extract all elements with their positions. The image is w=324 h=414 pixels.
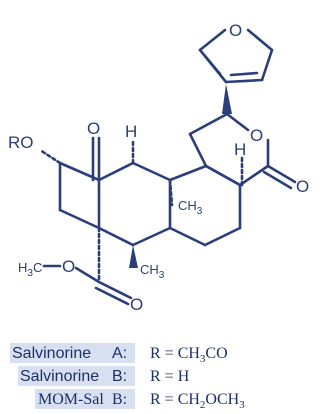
ester-co-2 — [94, 286, 130, 306]
ring-a-bond-1 — [58, 161, 101, 182]
left-bond-2 — [97, 161, 135, 182]
legend-row-b-highlight — [18, 366, 135, 386]
left-ring: O H RO CH3 — [8, 119, 172, 281]
legend-row-mom-formula: R = CH2OCH3 — [150, 391, 245, 411]
ester-carbonyl-oxygen: O — [130, 295, 143, 314]
central-ring: H CH3 — [168, 140, 246, 247]
left-bond-4 — [97, 226, 135, 247]
furan-bond-4 — [224, 78, 264, 84]
lactone-bond-5 — [188, 132, 208, 168]
legend-row-a-name: Salvinorine — [12, 345, 91, 362]
ch3-lower-label: CH3 — [140, 262, 165, 281]
left-bond-1 — [131, 161, 172, 182]
legend-row-a-formula: R = CH3CO — [150, 345, 228, 365]
legend: Salvinorine A: R = CH3CO Salvinorine B: … — [10, 343, 245, 411]
central-bond-3 — [168, 226, 207, 247]
left-bond-5 — [131, 226, 172, 247]
furan-bond-3 — [260, 48, 274, 82]
ch3-upper-bond — [168, 178, 174, 207]
h-right-atom: H — [234, 140, 246, 159]
lactone-co-1 — [266, 164, 297, 184]
ring-a-bond-3 — [58, 208, 101, 230]
central-bond-6 — [204, 164, 242, 187]
wedge-bond-furan — [222, 84, 232, 114]
lactone-carbonyl-oxygen: O — [296, 177, 309, 196]
legend-row-mom-label: B: — [112, 391, 127, 408]
furan-ring: O — [198, 21, 274, 84]
furan-bond-1 — [198, 28, 227, 52]
legend-row-a-label: A: — [112, 345, 127, 362]
ester-single-oxygen: O — [62, 257, 75, 276]
methyl-ester: O O H3C — [18, 226, 143, 314]
ro-label: RO — [8, 133, 34, 152]
furan-double-1 — [229, 71, 259, 77]
legend-row-b-name: Salvinorine — [20, 368, 99, 385]
furan-oxygen: O — [229, 21, 242, 40]
furan-double-2 — [203, 54, 222, 76]
ester-bond-2 — [74, 266, 101, 284]
central-bond-4 — [203, 226, 242, 247]
legend-row-mom-name: MOM-Sal — [38, 391, 104, 408]
legend-row-b-formula: R = H — [150, 368, 190, 385]
central-bond-1 — [168, 164, 208, 182]
lactone-bond-3 — [238, 164, 270, 187]
legend-row-a-highlight — [10, 343, 135, 363]
lactone-co-2 — [262, 170, 293, 190]
ketone-oxygen: O — [87, 119, 100, 138]
ch3-upper-label: CH3 — [178, 198, 203, 217]
legend-row-mom-highlight — [35, 389, 135, 409]
h3c-label: H3C — [18, 260, 42, 279]
legend-row-b-label: B: — [112, 368, 127, 385]
lactone-bond-6 — [188, 112, 229, 136]
ro-bond — [38, 148, 62, 165]
h-left-atom: H — [125, 122, 137, 141]
furan-bond-2 — [246, 28, 274, 52]
lactone-ring-oxygen: O — [250, 126, 263, 145]
lactone-bond-1 — [225, 112, 250, 132]
lactone-ring: O O — [188, 112, 309, 196]
ch3-lower-wedge — [129, 245, 138, 268]
ester-co-1 — [97, 280, 133, 300]
